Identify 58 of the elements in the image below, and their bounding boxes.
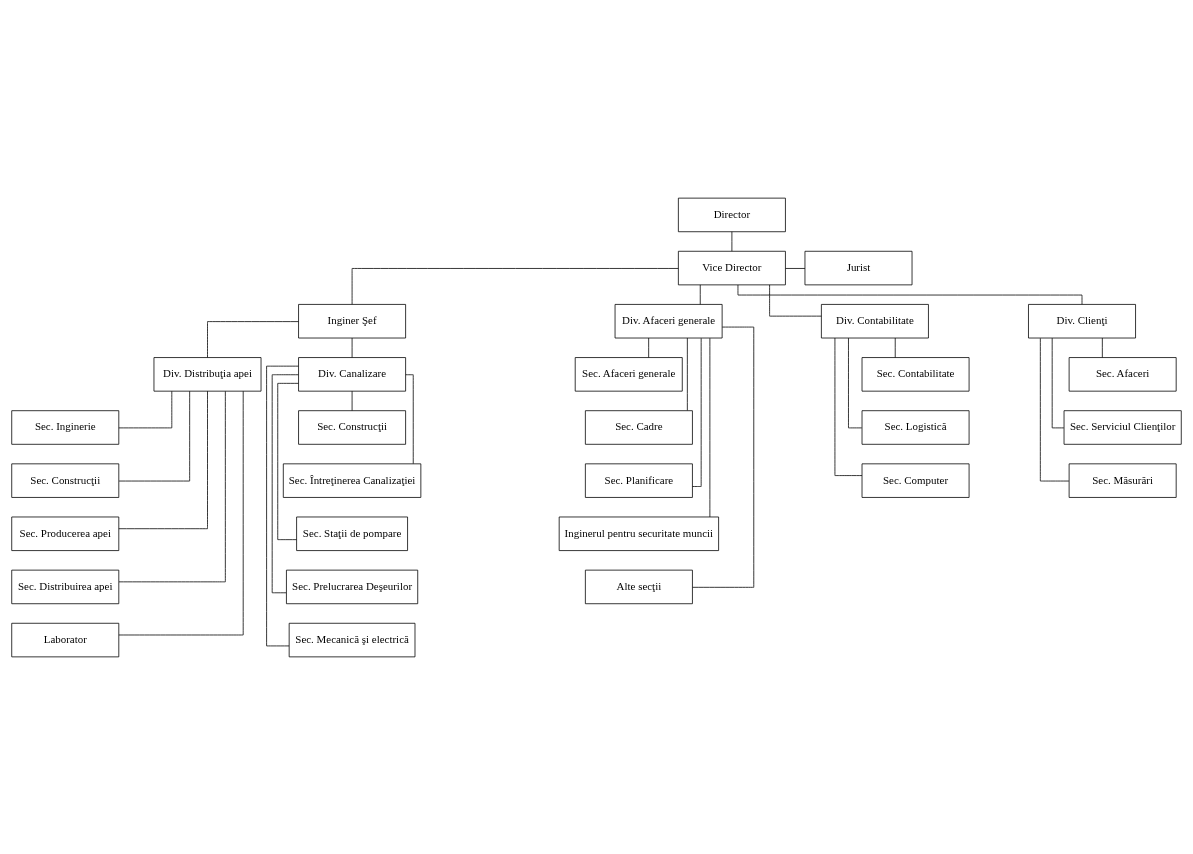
- connector: [699, 284, 701, 305]
- connector: [737, 284, 1083, 305]
- connector: [894, 337, 896, 358]
- connector: [351, 267, 679, 305]
- node-box: Director: [677, 197, 786, 232]
- node-box: Jurist: [804, 250, 913, 285]
- connector: [692, 337, 702, 487]
- connector: [271, 373, 299, 593]
- connector: [118, 390, 173, 428]
- node-box: Sec. Computer: [861, 462, 970, 498]
- node-box: Vice Director: [677, 250, 786, 285]
- connector: [351, 337, 353, 358]
- connector: [118, 390, 191, 481]
- node-box: Div. Contabilitate: [821, 303, 929, 338]
- node-box: Sec. Construcţii: [298, 409, 406, 445]
- node-box: Sec. Afaceri generale: [574, 356, 683, 392]
- node-box: Alte secţii: [584, 569, 693, 604]
- node-box: Sec. Distribuirea apei: [11, 569, 120, 604]
- node-box: Sec. Cadre: [584, 409, 693, 445]
- node-box: Div. Afaceri generale: [614, 303, 723, 338]
- connector: [266, 365, 299, 646]
- node-box: Sec. Logistică: [861, 409, 970, 445]
- node-box: Sec. Staţii de pompare: [296, 516, 408, 551]
- node-box: Sec. Contabilitate: [861, 356, 970, 392]
- connector: [351, 390, 353, 411]
- node-box: Sec. Planificare: [584, 462, 693, 498]
- connector: [686, 337, 688, 411]
- connector: [692, 326, 755, 588]
- node-box: Inginer Şef: [298, 303, 406, 338]
- connector: [648, 337, 650, 358]
- node-box: Inginerul pentru securitate muncii: [558, 516, 719, 551]
- connector: [785, 267, 806, 269]
- node-box: Sec. Inginerie: [11, 409, 120, 445]
- connector: [207, 320, 299, 358]
- node-box: Div. Canalizare: [298, 356, 406, 392]
- node-box: Sec. Prelucrarea Deşeurilor: [286, 569, 419, 604]
- connector: [1039, 337, 1070, 481]
- node-box: Laborator: [11, 622, 120, 657]
- node-box: Sec. Măsurări: [1068, 462, 1177, 498]
- connector: [118, 390, 226, 582]
- node-box: Div. Clienţi: [1028, 303, 1136, 338]
- connector: [277, 382, 299, 540]
- connector: [769, 284, 822, 316]
- node-box: Sec. Mecanică şi electrică: [288, 622, 416, 657]
- connector: [1101, 337, 1103, 358]
- connector: [118, 390, 244, 635]
- connector: [1051, 337, 1065, 428]
- node-box: Sec. Serviciul Clienţilor: [1063, 409, 1182, 445]
- connector: [118, 390, 208, 529]
- node-box: Sec. Întreţinerea Canalizaţiei: [282, 462, 422, 498]
- connector: [709, 337, 711, 517]
- connector: [834, 337, 863, 476]
- connector: [405, 373, 414, 464]
- node-box: Sec. Producerea apei: [11, 516, 120, 551]
- node-box: Div. Distribuţia apei: [153, 356, 262, 392]
- node-box: Sec. Afaceri: [1068, 356, 1177, 392]
- connector: [731, 230, 733, 252]
- node-box: Sec. Construcţii: [11, 462, 120, 498]
